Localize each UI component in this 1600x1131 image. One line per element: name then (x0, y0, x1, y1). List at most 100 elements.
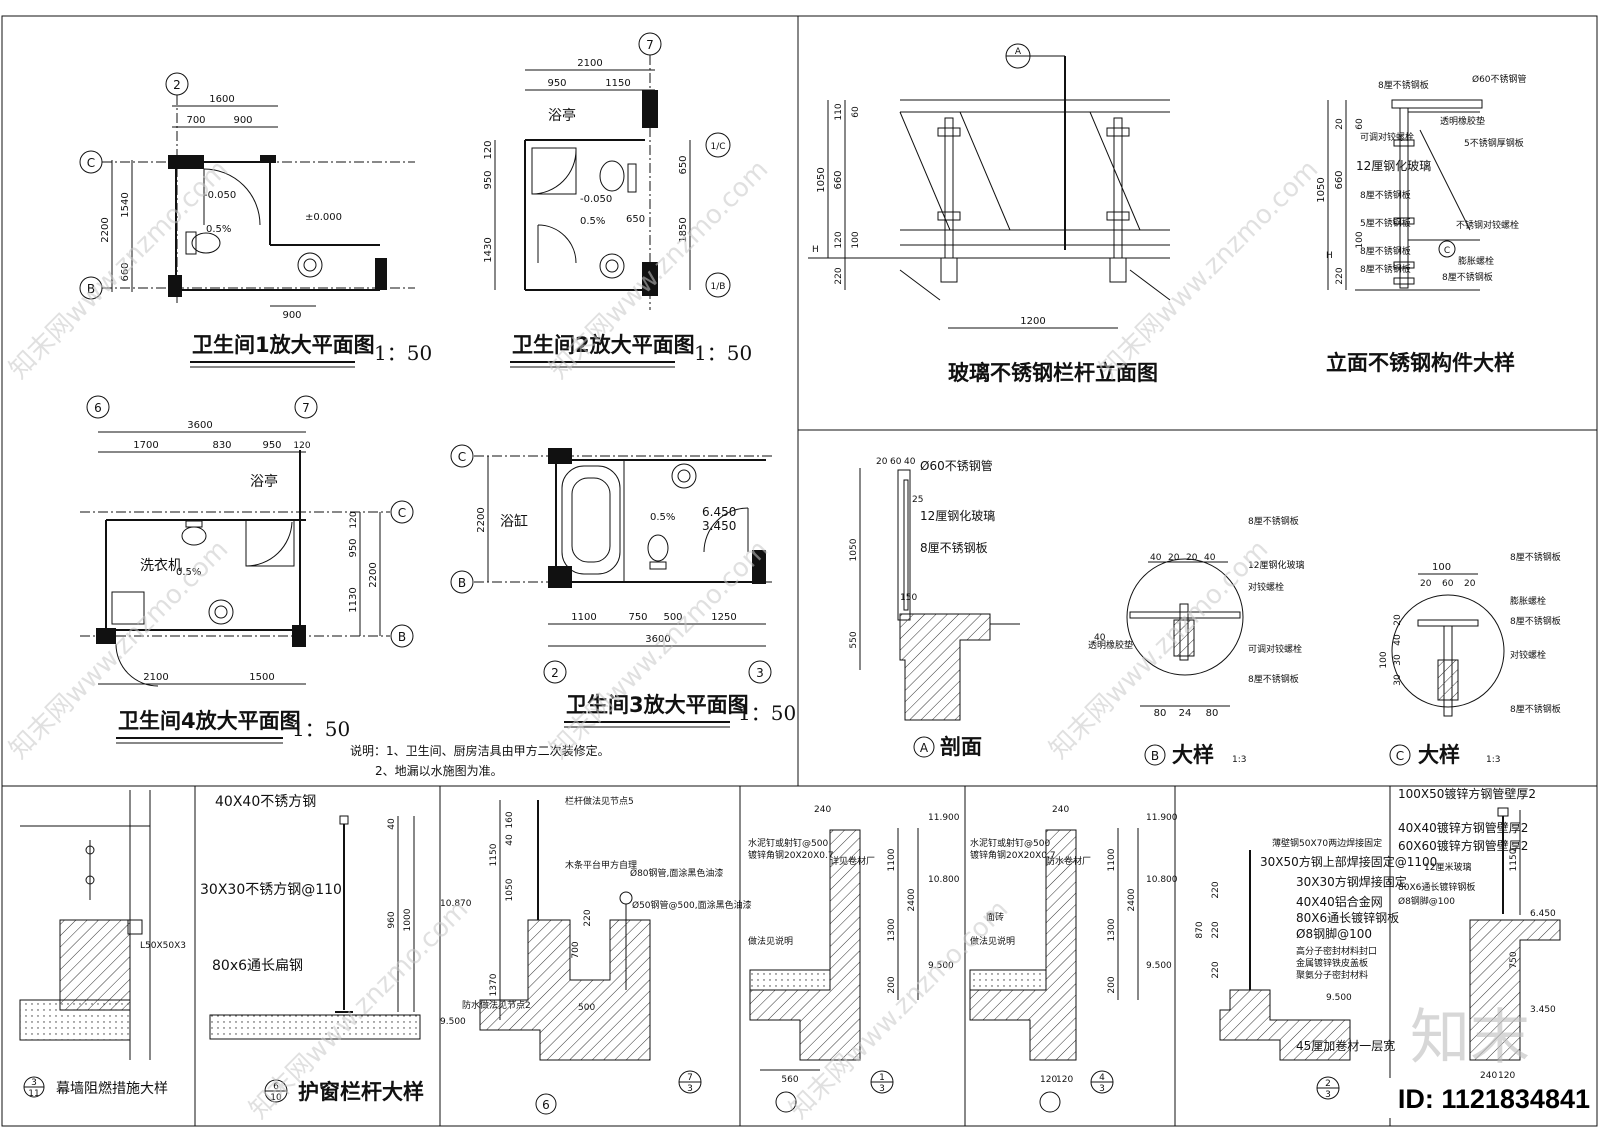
detail-marker: B (1151, 749, 1159, 763)
leader-label: 对铰螺栓 (1510, 649, 1546, 661)
slope: 0.5% (176, 567, 201, 578)
dim: 2200 (368, 562, 379, 587)
dim: 1430 (483, 237, 494, 262)
dim: 950 (547, 78, 566, 89)
level: 11.900 (1146, 813, 1178, 823)
dim: 1130 (348, 587, 359, 612)
detail-c: 100 20 60 20 100 40 30 30 20 8厘不锈钢板 膨胀螺栓… (1379, 551, 1561, 767)
level: 11.900 (928, 813, 960, 823)
leader-label: 对铰螺栓 (1248, 581, 1284, 593)
dim: 20 (876, 457, 888, 467)
detail-marker: 3 (687, 1084, 693, 1094)
level: ±0.000 (305, 212, 342, 223)
dim: 1050 (816, 167, 827, 192)
grid-label: 1/B (711, 282, 726, 292)
dim: 750 (628, 612, 647, 623)
leader-label: 8厘不锈钢板 (1442, 271, 1493, 283)
level: -0.050 (580, 194, 612, 205)
dim: 950 (348, 538, 359, 557)
dim: 100 (1379, 651, 1389, 668)
leader-label: 8厘不锈钢板 (920, 541, 988, 555)
dim: 1500 (249, 672, 274, 683)
id-tag-bg (1355, 1078, 1593, 1118)
leader-label: 80X6通长镀锌钢板 (1398, 881, 1475, 893)
drawing-title: 幕墙阻燃措施大样 (56, 1080, 168, 1097)
level: 3.450 (702, 519, 736, 533)
level: 9.500 (1326, 993, 1352, 1003)
dim: 1150 (489, 843, 499, 866)
leader-label: 100X50镀锌方钢管壁厚2 (1398, 786, 1536, 801)
leader-label: 可调对铰螺栓 (1248, 643, 1302, 655)
dim: 1050 (1316, 177, 1327, 202)
drawing-scale: 1:3 (1232, 755, 1246, 765)
leader-label: 镀锌角钢20X20X0.7 (748, 849, 834, 861)
dim: 240 (1480, 1071, 1497, 1081)
dim: 2400 (1127, 888, 1137, 911)
detail-b: 40 20 20 40 40 80 24 80 8厘不锈钢板 12厘钢化玻璃 对… (1088, 515, 1304, 767)
dim: 25 (912, 495, 923, 505)
dim: 220 (1211, 921, 1221, 938)
drawing-title: 大样 (1418, 743, 1460, 767)
dim: 1250 (711, 612, 736, 623)
leader-label: 12厘钢化玻璃 (1356, 159, 1431, 173)
leader-label: 8厘不锈钢板 (1378, 79, 1429, 91)
dim: 700 (186, 115, 205, 126)
detail-marker: 2 (1325, 1079, 1331, 1089)
dim: 30 (1393, 654, 1403, 666)
sheet-frame (1, 15, 1598, 1127)
bath4-plan: 6 7 3600 1700 830 950 120 C B 120 950 11… (80, 395, 414, 744)
dim: 2100 (143, 672, 168, 683)
leader-label: 木条平台甲方自理 (565, 859, 637, 871)
dim: 950 (262, 440, 281, 451)
railing-elevation: A 110 660 120 220 60 100 1050 H 1200 玻璃不… (808, 43, 1171, 385)
detail-marker: A (920, 741, 929, 755)
dim: 220 (1335, 267, 1345, 284)
leader-label: 12厘米玻璃 (1424, 861, 1471, 873)
dim: 950 (483, 170, 494, 189)
grid-label: 6 (94, 401, 102, 415)
level: 10.870 (440, 899, 472, 909)
dim: 20 (1168, 553, 1180, 563)
grid-label: B (458, 576, 466, 590)
detail-marker: 4 (1099, 1073, 1105, 1083)
leader-label: 透明橡胶垫 (1440, 115, 1485, 127)
detail-marker: C (1444, 246, 1450, 256)
bath2-plan: 7 2100 950 1150 120 950 1430 浴亭 -0.050 0… (483, 32, 752, 368)
dim: 40 (904, 457, 916, 467)
grid-label: 7 (302, 401, 310, 415)
dim: 240 (814, 805, 831, 815)
leader-label: 栏杆做法见节点5 (565, 795, 634, 807)
dim: 660 (833, 170, 844, 189)
leader-label: 水泥钉或射钉@500 (970, 837, 1050, 849)
leader-label: 做法见说明 (970, 935, 1015, 947)
dim: 120 (1056, 1075, 1073, 1085)
dim: 160 (505, 811, 515, 828)
leader-label: 透明橡胶垫 (1088, 639, 1133, 651)
dim: 100 (1432, 562, 1451, 573)
dim: 1000 (403, 908, 413, 931)
leader-label: 12厘钢化玻璃 (1248, 559, 1304, 571)
detail-marker: 3 (31, 1078, 37, 1088)
dim: 1850 (678, 217, 689, 242)
dim: 20 (1393, 614, 1403, 626)
leader-label: 水泥钉或射钉@500 (748, 837, 828, 849)
fixture-label: 洗衣机 (140, 558, 182, 574)
leader-label: 镀锌角钢20X20X0.7 (970, 849, 1056, 861)
dim: 30 (1393, 674, 1403, 686)
drawing-scale: 1：50 (738, 701, 796, 725)
dim: 40 (1393, 634, 1403, 646)
dim: 830 (212, 440, 231, 451)
detail-marker: 3 (879, 1084, 885, 1094)
leader-label: 金属镀锌铁皮盖板 (1296, 957, 1368, 969)
grid-label: C (87, 156, 95, 170)
dim: 40 (387, 818, 397, 830)
grid-label: 2 (173, 78, 181, 92)
fixture-label: 浴亭 (548, 107, 576, 124)
detail-marker: 3 (1099, 1084, 1105, 1094)
leader-label: 30X30方钢焊接固定 (1296, 874, 1407, 889)
level: 6.450 (1530, 909, 1556, 919)
dim: 120 (483, 140, 494, 159)
leader-label: 面砖 (986, 911, 1004, 923)
leader-label: 8厘不锈钢板 (1510, 551, 1561, 563)
